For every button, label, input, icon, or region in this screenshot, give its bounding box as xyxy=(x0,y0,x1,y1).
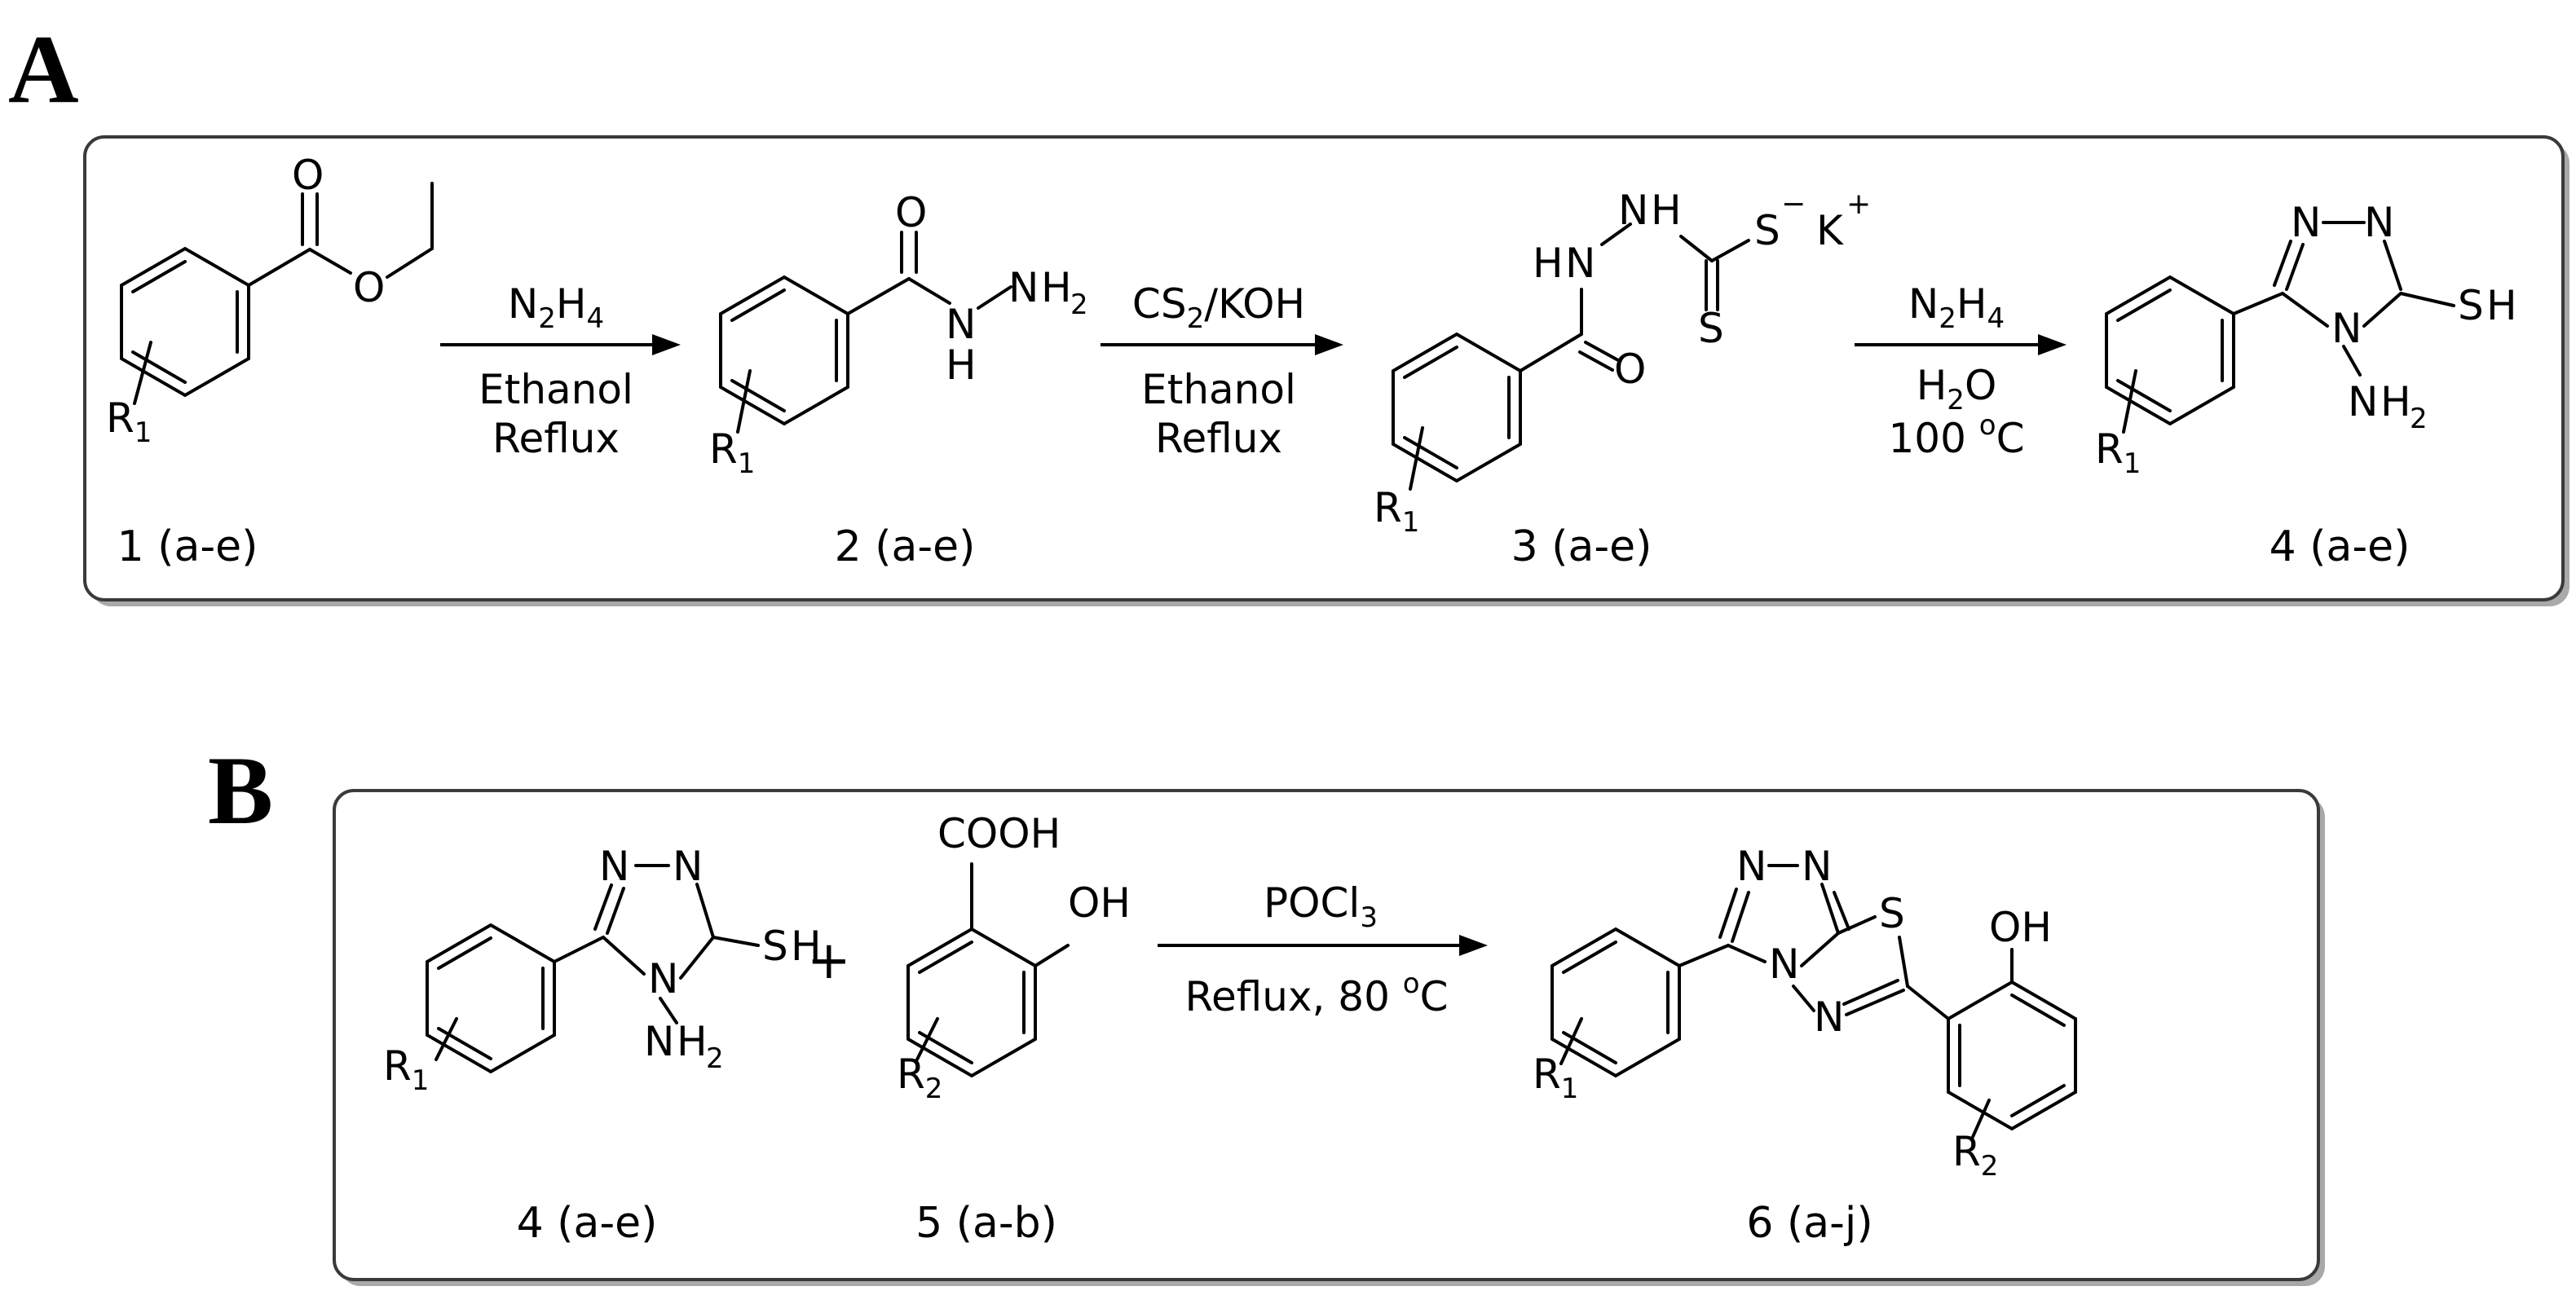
svg-text:N: N xyxy=(1736,843,1767,890)
svg-text:OH: OH xyxy=(1989,904,2052,951)
svg-text:2: 2 xyxy=(1070,289,1088,321)
reactant-4-structure: N N S H N N H 2 R1 xyxy=(383,843,822,1097)
compound-3-structure: O H N N H S − K + S R1 xyxy=(1374,187,1871,539)
svg-text:N: N xyxy=(2291,199,2321,246)
product-6-r2: R2 xyxy=(1952,1128,1998,1183)
compound-2-label: 2 (a-e) xyxy=(835,522,976,571)
svg-text:N: N xyxy=(1814,993,1844,1041)
svg-text:COOH: COOH xyxy=(937,810,1061,857)
svg-text:H: H xyxy=(1041,264,1072,311)
step-1-solvent: Ethanol xyxy=(479,366,633,413)
compound-4-label: 4 (a-e) xyxy=(2269,522,2411,571)
plus-sign: + xyxy=(807,931,851,991)
svg-text:N: N xyxy=(2348,378,2378,425)
svg-text:N: N xyxy=(1802,843,1832,890)
product-6-label: 6 (a-j) xyxy=(1746,1199,1872,1248)
svg-text:N: N xyxy=(1618,187,1648,234)
compound-4-structure: N N S H N N H 2 R1 xyxy=(2095,199,2517,480)
arrow-step-2: CS2/KOH Ethanol Reflux xyxy=(1101,280,1343,462)
product-6-r1: R1 xyxy=(1533,1051,1578,1105)
compound-1-label: 1 (a-e) xyxy=(117,522,258,571)
svg-text:2: 2 xyxy=(706,1042,724,1075)
compound-3-label: 3 (a-e) xyxy=(1511,522,1652,571)
arrow-step-3: N2H4 H2O 100 oC xyxy=(1855,280,2067,462)
svg-text:OH: OH xyxy=(1068,879,1131,927)
svg-text:H: H xyxy=(2486,282,2517,329)
svg-text:O: O xyxy=(353,264,385,311)
reactant-5-label: 5 (a-b) xyxy=(915,1199,1057,1248)
svg-text:N: N xyxy=(1008,264,1039,311)
svg-text:K: K xyxy=(1816,207,1844,254)
svg-text:H: H xyxy=(2380,378,2411,425)
compound-1-r1: R1 xyxy=(106,394,152,449)
svg-text:N: N xyxy=(946,301,976,348)
product-6-structure: N N N S N OH R1 R2 xyxy=(1533,843,2077,1183)
step-3-solvent: H2O xyxy=(1917,362,1997,416)
svg-text:N: N xyxy=(648,955,678,1002)
svg-text:H: H xyxy=(946,341,977,389)
svg-text:N: N xyxy=(673,843,703,890)
compound-2-structure: O N H N H 2 R1 xyxy=(709,189,1088,480)
svg-text:H: H xyxy=(1533,240,1564,287)
compound-1-structure: O O R1 xyxy=(106,152,434,449)
svg-text:N: N xyxy=(644,1018,674,1065)
arrow-step-b: POCl3 Reflux, 80 oC xyxy=(1158,879,1488,1020)
svg-text:O: O xyxy=(895,189,927,236)
compound-2-r1: R1 xyxy=(709,425,755,480)
svg-text:H: H xyxy=(1651,187,1682,234)
reactant-4-label: 4 (a-e) xyxy=(517,1199,658,1248)
step-2-condition: Reflux xyxy=(1155,415,1282,462)
svg-text:2: 2 xyxy=(2410,403,2428,435)
svg-text:S: S xyxy=(1754,207,1780,254)
svg-text:O: O xyxy=(292,152,324,199)
step-1-condition: Reflux xyxy=(492,415,620,462)
panel-a-frame xyxy=(83,135,2565,601)
svg-text:H: H xyxy=(677,1018,708,1065)
reactant-5-r2: R2 xyxy=(897,1051,942,1105)
svg-text:N: N xyxy=(1565,240,1595,287)
svg-text:N: N xyxy=(2331,305,2362,352)
step-b-condition: Reflux, 80 oC xyxy=(1184,967,1448,1020)
svg-text:S: S xyxy=(762,923,788,970)
svg-text:−: − xyxy=(1781,187,1806,221)
svg-text:N: N xyxy=(599,843,629,890)
svg-text:+: + xyxy=(1846,187,1871,221)
svg-text:N: N xyxy=(1769,941,1799,988)
step-3-condition: 100 oC xyxy=(1888,409,2024,462)
svg-text:O: O xyxy=(1614,346,1646,393)
panel-a-letter: A xyxy=(8,15,79,123)
compound-4-r1: R1 xyxy=(2095,425,2141,480)
svg-text:N: N xyxy=(2364,199,2394,246)
step-2-reagent: CS2/KOH xyxy=(1132,280,1305,335)
svg-text:S: S xyxy=(1698,305,1724,352)
arrow-step-1: N2H4 Ethanol Reflux xyxy=(440,280,681,462)
panel-b: B N N S H N N H 2 R1 xyxy=(208,736,2325,1286)
panel-b-letter: B xyxy=(208,736,273,844)
step-2-solvent: Ethanol xyxy=(1141,366,1296,413)
compound-3-r1: R1 xyxy=(1374,484,1419,539)
panel-a: A O O R1 1 (a-e) N2H4 Ethanol Re xyxy=(8,15,2569,606)
step-3-reagent: N2H4 xyxy=(1908,280,2005,335)
reactant-4-r1: R1 xyxy=(383,1042,429,1097)
svg-text:S: S xyxy=(1879,890,1905,937)
step-1-reagent: N2H4 xyxy=(508,280,604,335)
step-b-reagent: POCl3 xyxy=(1264,879,1378,934)
svg-text:H: H xyxy=(791,923,822,970)
panel-b-frame xyxy=(333,789,2320,1281)
svg-text:S: S xyxy=(2458,282,2484,329)
reactant-5-structure: COOH OH R2 xyxy=(897,810,1131,1105)
